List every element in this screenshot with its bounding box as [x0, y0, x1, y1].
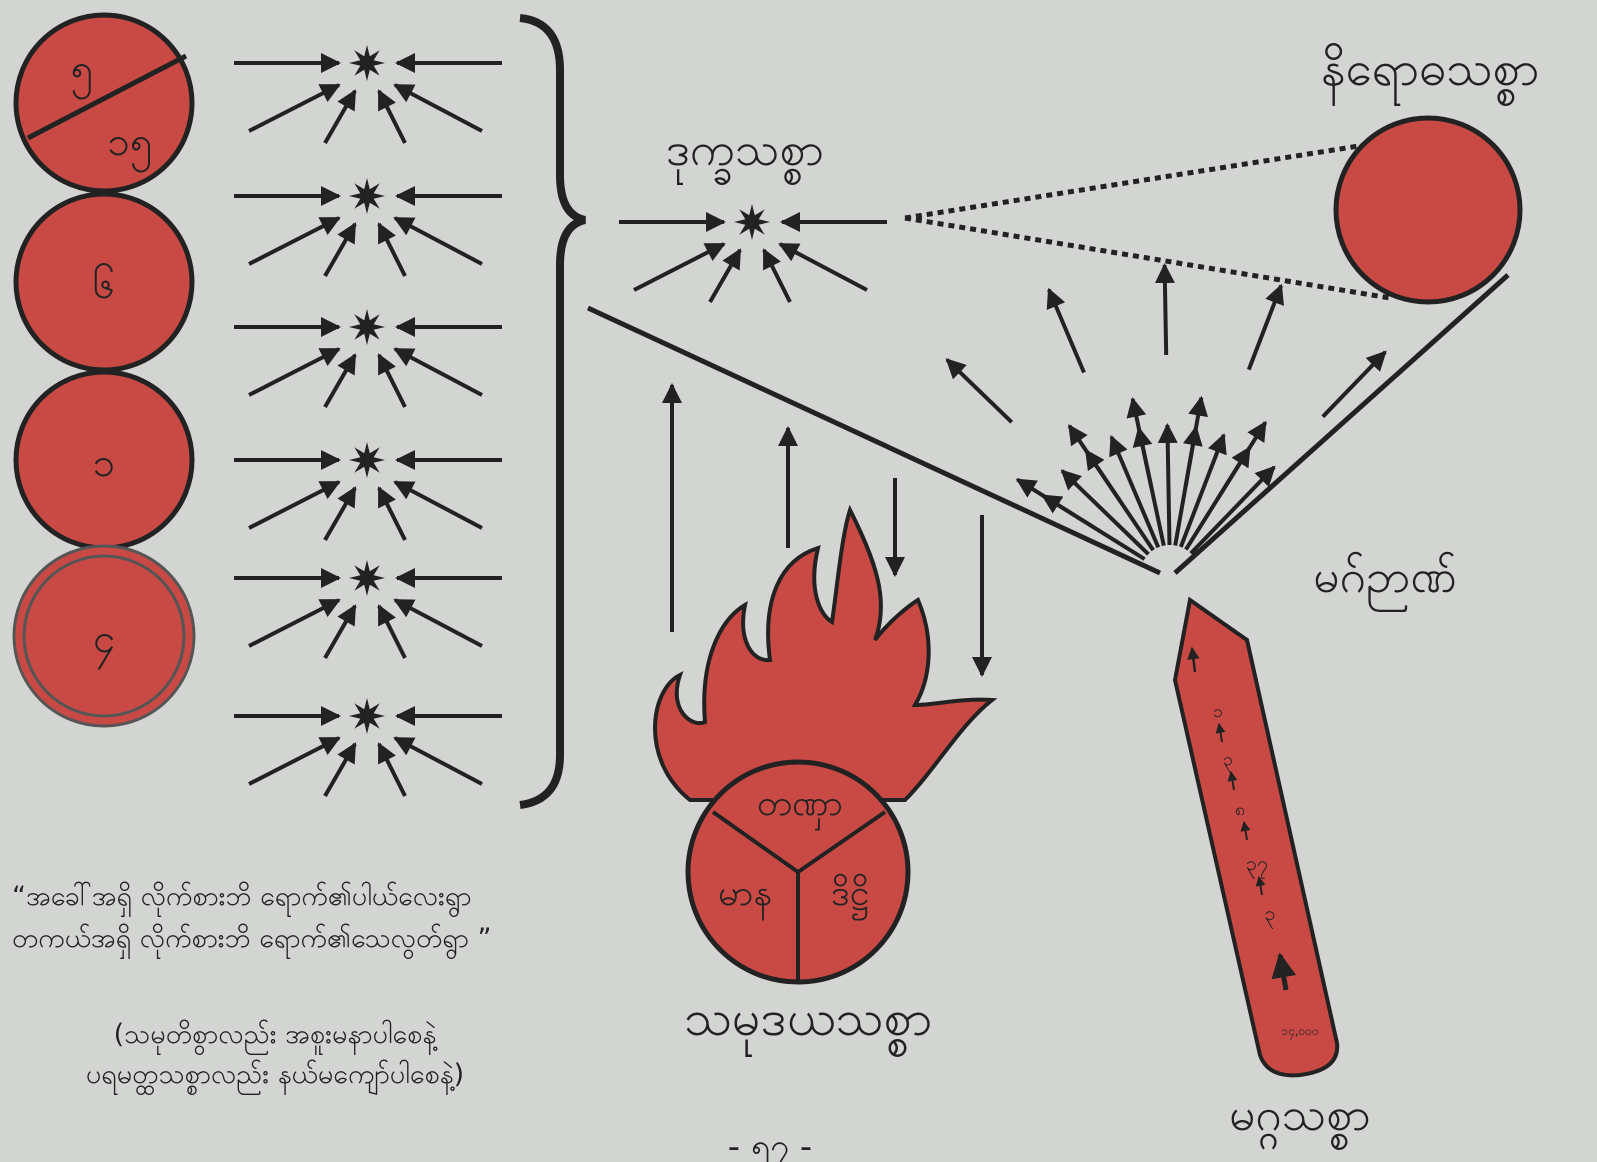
burst-dukkha-arrow-4 [710, 250, 740, 302]
burst-6-arrow-3 [249, 738, 339, 784]
burst-3 [234, 309, 502, 407]
burst-6-arrow-5 [379, 744, 405, 796]
burst-4-arrow-4 [325, 488, 355, 540]
fire-flames [655, 510, 992, 800]
pencil-number-3: ၈ [1235, 799, 1245, 820]
dukkha-label: ဒုက္ခသစ္စာ [666, 122, 824, 186]
burst-2-arrow-5 [379, 224, 405, 276]
pencil-number-5: ၃ [1264, 901, 1275, 929]
burst-1-star [349, 45, 385, 81]
fan-arrow-inner-8 [1181, 435, 1224, 547]
circle-1: ၅ ၁၅ [16, 15, 192, 191]
burst-5-arrow-6 [395, 600, 482, 646]
nirodha-circle [1336, 118, 1520, 302]
burst-dukkha-arrow-6 [780, 244, 867, 290]
fan-arrow-inner-6 [1167, 425, 1169, 545]
burst-2 [234, 178, 502, 276]
burst-3-arrow-6 [395, 349, 482, 395]
note-line-1: (သမုတိစွာလည်း အစူးမနာပါစေနဲ့ [114, 1019, 438, 1055]
magga-pencil: ၁ ၃ ၈ ၃၇ ၃ ၁၄,၀၀၀ [1175, 600, 1337, 1075]
dotted-line-top [905, 145, 1365, 218]
burst-1 [234, 45, 502, 143]
quote-line-1: “အခေါ်အရှိ လိုက်စားဘိ ရောက်၏ပါယ်လေးရွာ [12, 880, 472, 917]
fan-arrow-outer-4 [1049, 290, 1084, 373]
fire-segment-left: မာန [718, 873, 772, 921]
page-number: - ၅၇ - [728, 1127, 812, 1162]
burst-5-arrow-3 [249, 600, 339, 646]
burst-dukkha-arrow-3 [634, 244, 724, 290]
fan-arrow-outer-6 [1165, 265, 1167, 355]
magga-nyan-label: မဂ်ဉာဏ် [1313, 549, 1456, 613]
pencil-number-2: ၃ [1223, 749, 1233, 773]
circle-1-bottom-text: ၁၅ [108, 119, 153, 173]
fan-arrow-inner-2 [1062, 471, 1148, 554]
pencil-number-4: ၃၇ [1246, 851, 1269, 879]
burst-2-star [349, 178, 385, 214]
fan-arrow-inner-10 [1191, 467, 1274, 553]
fan-arrow-outer-9 [1218, 422, 1266, 498]
burst-6-arrow-6 [395, 738, 482, 784]
quote-line-2: တကယ်အရှိ လိုက်စားဘိ ရောက်၏သေလွတ်ရွာ ” [12, 922, 491, 959]
burst-4-arrow-5 [379, 488, 405, 540]
burst-1-arrow-6 [395, 85, 482, 131]
fan-arrow-outer-2 [947, 360, 1012, 423]
burst-1-arrow-3 [249, 85, 339, 131]
burst-2-arrow-3 [249, 218, 339, 264]
note-line-2: ပရမတ္ထသစ္စာလည်း နယ်မကျော်ပါစေနဲ့) [86, 1059, 464, 1095]
burst-2-arrow-4 [325, 224, 355, 276]
burst-5-star [349, 560, 385, 596]
burst-4-arrow-3 [249, 482, 339, 528]
fire-segment-right: ဒိဋ္ဌိ [831, 873, 869, 921]
burst-3-arrow-4 [325, 355, 355, 407]
circle-1-top-text: ၅ [71, 46, 94, 100]
burst-2-arrow-6 [395, 218, 482, 264]
burst-1-arrow-4 [325, 91, 355, 143]
dukkha-burst [619, 204, 887, 302]
fan-arrow-outer-1 [1017, 480, 1093, 528]
pencil-number-1: ၁ [1213, 701, 1223, 722]
burst-5-arrow-4 [325, 606, 355, 658]
burst-5 [234, 560, 502, 658]
circle-4: ၄ [14, 546, 194, 726]
burst-dukkha-arrow-5 [764, 250, 790, 302]
samudaya-label: သမုဒယသစ္စာ [684, 989, 933, 1058]
burst-6 [234, 698, 502, 796]
circle-2: ၆ [16, 194, 192, 370]
v-line-right [1175, 275, 1508, 573]
burst-1-arrow-5 [379, 91, 405, 143]
circle-2-text: ၆ [93, 262, 116, 308]
fan-arrow-outer-10 [1323, 352, 1386, 417]
burst-4-arrow-6 [395, 482, 482, 528]
burst-3-arrow-3 [249, 349, 339, 395]
circle-4-text: ၄ [93, 616, 116, 670]
dotted-line-bottom [905, 218, 1390, 298]
burst-dukkha [619, 204, 887, 302]
burst-6-star [349, 698, 385, 734]
burst-3-arrow-5 [379, 355, 405, 407]
circle-3: ၁ [16, 372, 192, 548]
burst-5-arrow-5 [379, 606, 405, 658]
burst-6-arrow-4 [325, 744, 355, 796]
curly-brace [520, 18, 585, 805]
fire-core: တဏှာ မာန ဒိဋ္ဌိ [688, 762, 908, 982]
magga-label: မဂ္ဂသစ္စာ [1229, 1087, 1371, 1151]
fan-arrow-outer-7 [1186, 398, 1202, 487]
collision-bursts [234, 45, 502, 796]
fan-arrow-outer-5 [1133, 399, 1152, 487]
burst-4-star [349, 442, 385, 478]
burst-3-star [349, 309, 385, 345]
circle-3-text: ၁ [93, 440, 116, 486]
fan-arrow-outer-8 [1249, 286, 1281, 370]
wisdom-arrow-fan [947, 265, 1385, 559]
nirodha-label: နိရောဓသစ္စာ [1321, 41, 1539, 107]
burst-dukkha-star [734, 204, 770, 240]
burst-4 [234, 442, 502, 540]
fire-segment-top: တဏှာ [757, 783, 843, 831]
